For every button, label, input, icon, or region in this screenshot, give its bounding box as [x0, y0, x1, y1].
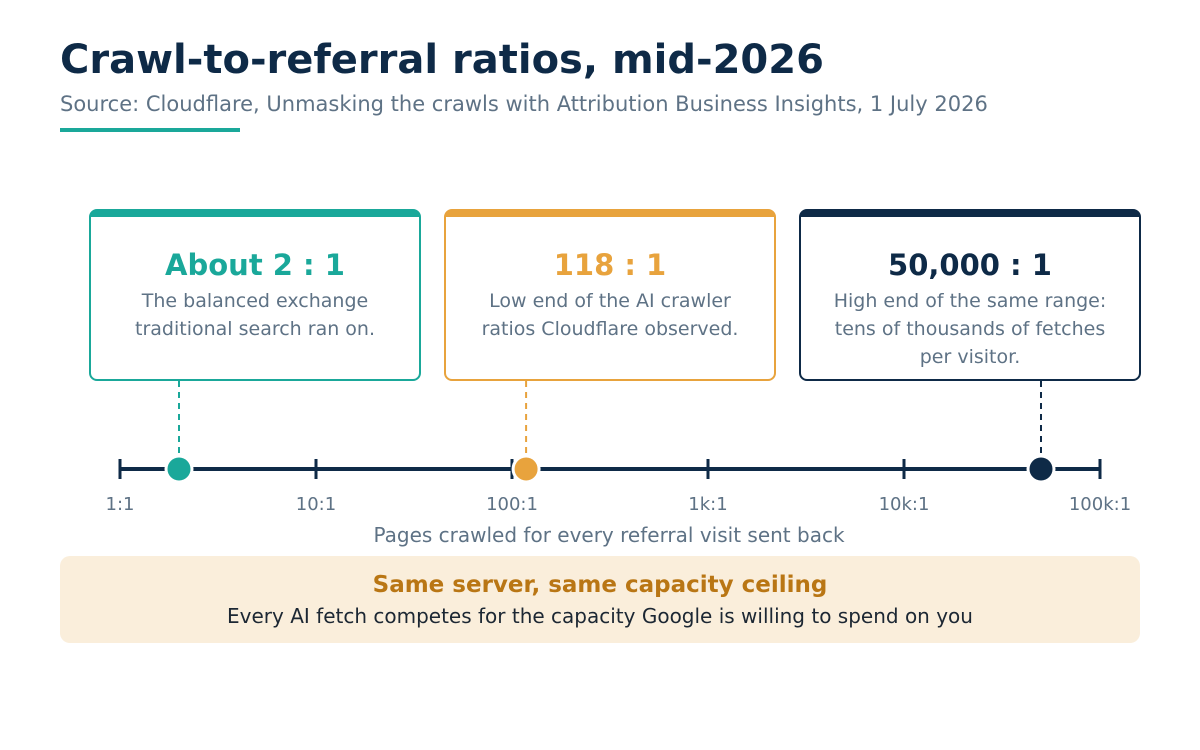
tick-label: 1k:1 — [688, 494, 727, 515]
card-ratio: About 2 : 1 — [165, 248, 345, 282]
tick-label: 100k:1 — [1069, 494, 1131, 515]
card-description: High end of the same range: tens of thou… — [833, 290, 1107, 368]
card-description: The balanced exchange traditional search… — [135, 290, 375, 340]
callout-title: Same server, same capacity ceiling — [372, 572, 828, 598]
card-ai-low-end: 118 : 1 Low end of the AI crawler ratios… — [444, 209, 776, 381]
tick-label: 10:1 — [296, 494, 336, 515]
callout-body: Every AI fetch competes for the capacity… — [227, 604, 973, 628]
data-point — [1026, 454, 1056, 484]
card-traditional-search: About 2 : 1 The balanced exchange tradit… — [89, 209, 421, 381]
axis-title: Pages crawled for every referral visit s… — [373, 523, 845, 547]
card-description: Low end of the AI crawler ratios Cloudfl… — [481, 290, 739, 340]
title-accent-rule — [60, 128, 240, 132]
source-subtitle: Source: Cloudflare, Unmasking the crawls… — [60, 92, 988, 116]
data-point — [511, 454, 541, 484]
tick-label: 1:1 — [106, 494, 135, 515]
card-ratio: 50,000 : 1 — [888, 248, 1052, 282]
card-ratio: 118 : 1 — [553, 248, 667, 282]
tick-label: 10k:1 — [879, 494, 930, 515]
capacity-callout: Same server, same capacity ceiling Every… — [60, 556, 1140, 643]
tick-label: 100:1 — [486, 494, 538, 515]
card-ai-high-end: 50,000 : 1 High end of the same range: t… — [799, 209, 1141, 381]
data-point — [164, 454, 194, 484]
page-title: Crawl-to-referral ratios, mid-2026 — [60, 37, 824, 83]
